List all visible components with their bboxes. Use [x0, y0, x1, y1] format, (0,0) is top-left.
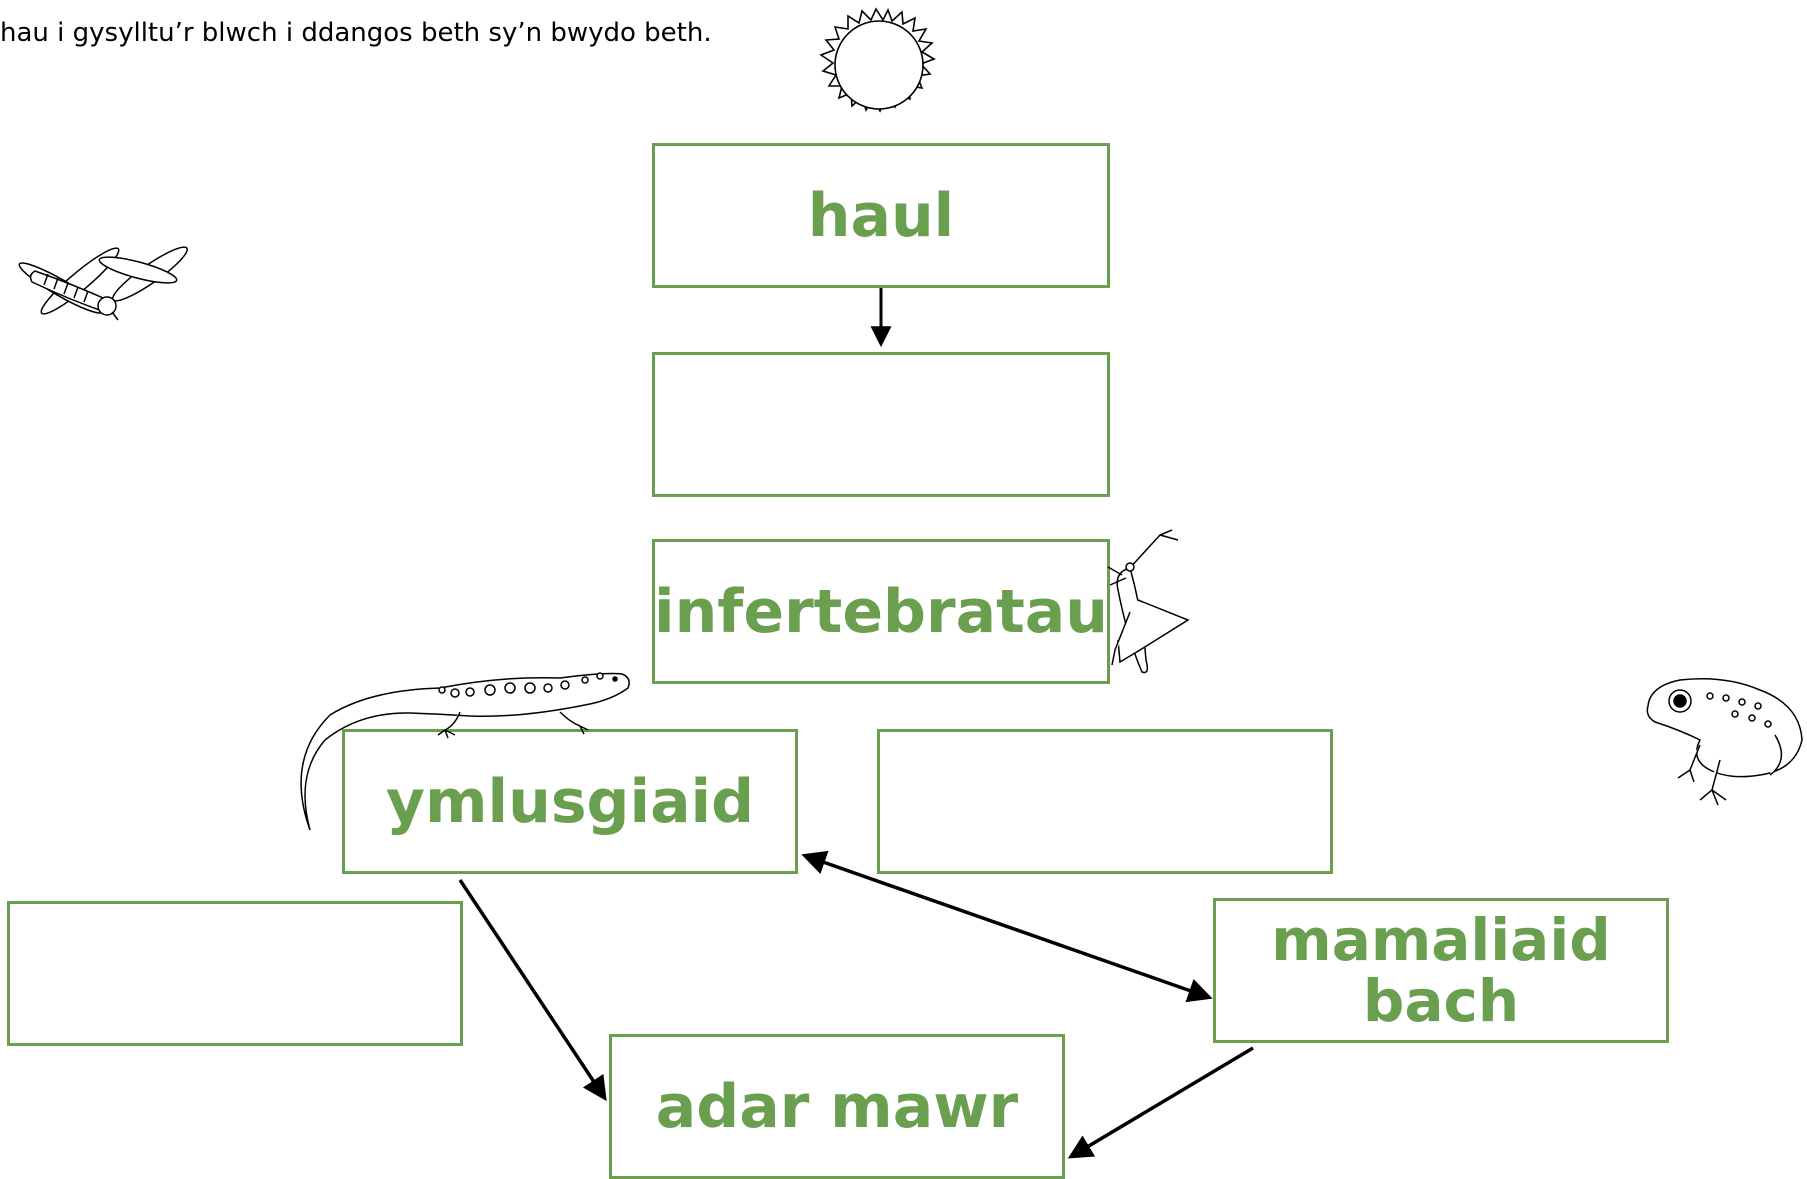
- sun-icon: [819, 7, 936, 113]
- box-ymlusgiaid[interactable]: ymlusgiaid: [342, 729, 798, 874]
- box-label-ymlusgiaid: ymlusgiaid: [385, 766, 755, 837]
- box-haul[interactable]: haul: [652, 143, 1110, 288]
- box-mamaliaid-bach[interactable]: mamaliaid bach: [1213, 898, 1669, 1043]
- frog-icon: [1646, 678, 1803, 806]
- grasshopper-icon: [1107, 529, 1190, 674]
- box-empty-2[interactable]: [877, 729, 1333, 874]
- arrow-mamaliaid-to-adar: [1067, 1046, 1254, 1159]
- box-label-adar-mawr: adar mawr: [655, 1071, 1019, 1142]
- box-empty-3[interactable]: [7, 901, 463, 1046]
- instruction-text: hau i gysylltu’r blwch i ddangos beth sy…: [0, 18, 712, 48]
- box-adar-mawr[interactable]: adar mawr: [609, 1034, 1065, 1179]
- box-label-mamaliaid-bach: mamaliaid bach: [1271, 905, 1611, 1035]
- dragonfly-icon: [18, 246, 188, 321]
- box-infertebratau[interactable]: infertebratau: [652, 539, 1110, 684]
- box-label-haul: haul: [807, 180, 955, 251]
- arrow-ymlusgiaid-mamaliaid: [801, 850, 1213, 1003]
- box-label-infertebratau: infertebratau: [654, 576, 1108, 647]
- box-empty-1[interactable]: [652, 352, 1110, 497]
- arrow-ymlusgiaid-to-adar: [458, 879, 607, 1102]
